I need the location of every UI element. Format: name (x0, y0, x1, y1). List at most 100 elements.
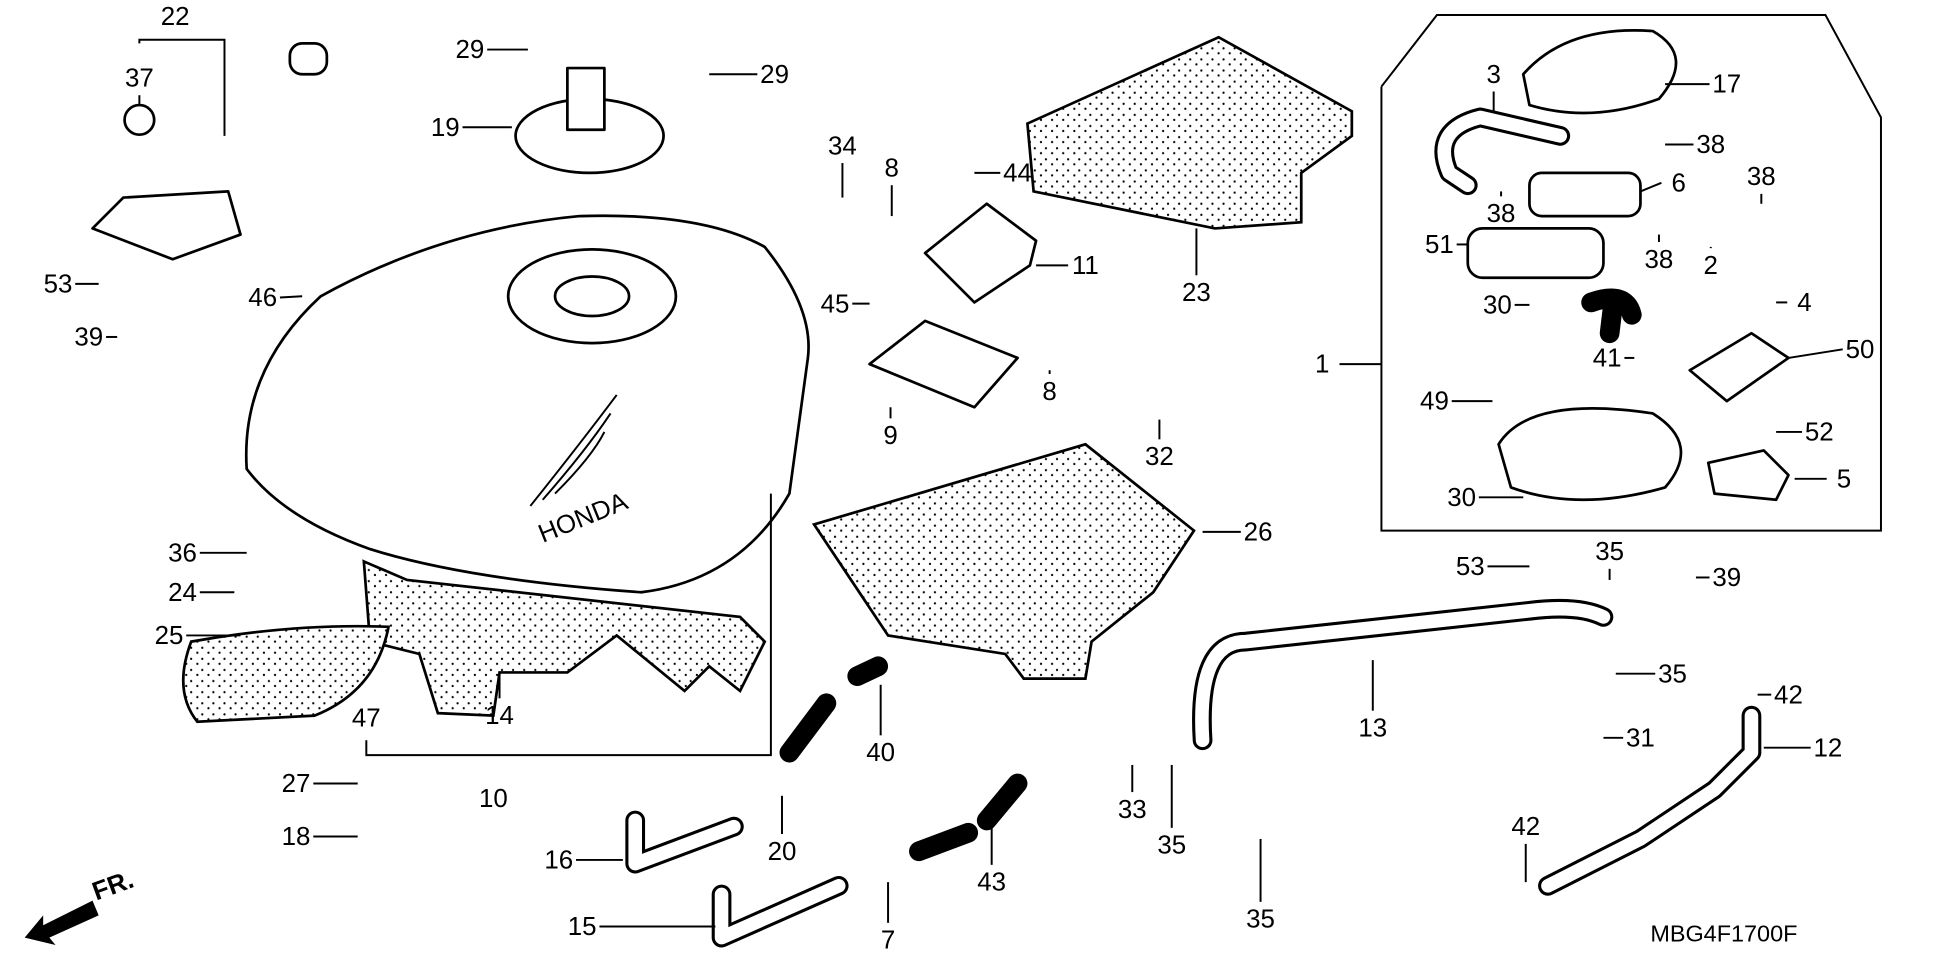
callout-3: 3 (1486, 61, 1500, 89)
pump-plate (1497, 407, 1683, 502)
honda-wing-logo (529, 394, 618, 507)
leader-line (1788, 348, 1843, 359)
callout-52: 52 (1805, 419, 1834, 447)
callout-47: 47 (352, 705, 381, 733)
callout-15: 15 (568, 913, 597, 941)
mat-14 (362, 559, 767, 718)
callout-4: 4 (1797, 289, 1811, 317)
callout-35: 35 (1658, 660, 1687, 688)
callout-24: 24 (168, 579, 197, 607)
filter-5 (1706, 449, 1790, 502)
hose-13-inner (1195, 601, 1611, 748)
hose-3-inner (1437, 110, 1568, 193)
mat-26 (811, 442, 1196, 680)
callout-44: 44 (1003, 160, 1032, 188)
fuel-filter-6 (1528, 171, 1642, 218)
callout-39: 39 (1712, 564, 1741, 592)
callout-34: 34 (828, 132, 857, 160)
callout-23: 23 (1182, 279, 1211, 307)
callout-20: 20 (768, 838, 797, 866)
pump-assembly-frame (1380, 14, 1882, 532)
callout-33: 33 (1118, 796, 1147, 824)
callout-43: 43 (977, 869, 1006, 897)
callout-5: 5 (1837, 465, 1851, 493)
callout-17: 17 (1712, 71, 1741, 99)
callout-14: 14 (485, 702, 514, 730)
hose-15-inner (714, 879, 846, 945)
callout-19: 19 (431, 114, 460, 142)
leader-line (1640, 181, 1662, 193)
sender-cap (288, 42, 329, 76)
callout-29: 29 (456, 36, 485, 64)
callout-37: 37 (125, 65, 154, 93)
callout-18: 18 (282, 823, 311, 851)
regulator-50 (1688, 331, 1790, 403)
callout-13: 13 (1358, 715, 1387, 743)
bracket-9 (868, 319, 1019, 409)
callout-46: 46 (248, 284, 277, 312)
callout-30: 30 (1447, 484, 1476, 512)
callout-11: 11 (1072, 252, 1099, 280)
fuel-sender-unit (91, 190, 242, 261)
callout-35: 35 (1246, 906, 1275, 934)
callout-38: 38 (1747, 163, 1776, 191)
fuel-pump-51 (1466, 227, 1605, 280)
callout-38: 38 (1696, 131, 1725, 159)
pad-47 (181, 624, 391, 724)
callout-36: 36 (168, 539, 197, 567)
callout-38: 38 (1645, 246, 1674, 274)
callout-26: 26 (1244, 518, 1273, 546)
callout-9: 9 (883, 422, 897, 450)
callout-25: 25 (155, 622, 184, 650)
hose-4 (1581, 288, 1642, 344)
fuel-filler-opening (553, 275, 631, 318)
callout-29: 29 (760, 61, 789, 89)
front-arrow-icon (24, 900, 99, 946)
callout-40: 40 (866, 739, 895, 767)
bracket-leader (365, 493, 772, 757)
callout-35: 35 (1595, 538, 1624, 566)
leader-lines (75, 38, 1843, 928)
callout-50: 50 (1846, 336, 1875, 364)
callout-30: 30 (1483, 292, 1512, 320)
bracket-leader (138, 38, 226, 136)
hose-43 (909, 773, 1028, 862)
o-ring-37 (123, 103, 156, 137)
callout-31: 31 (1626, 724, 1655, 752)
callout-16: 16 (544, 847, 573, 875)
mat-23 (1025, 35, 1354, 230)
callout-32: 32 (1145, 443, 1174, 471)
callout-6: 6 (1671, 169, 1685, 197)
callout-35: 35 (1157, 832, 1186, 860)
hose-12-inner (1541, 708, 1759, 893)
callout-41: 41 (1593, 345, 1622, 373)
hose-16-inner (628, 813, 741, 871)
front-marker: FR. (89, 866, 138, 907)
hose-40 (779, 656, 889, 763)
diagram-code: MBG4F1700F (1650, 920, 1797, 946)
callout-8: 8 (1042, 378, 1056, 406)
bracket-11 (923, 202, 1038, 304)
callout-53: 53 (1456, 553, 1485, 581)
callout-53: 53 (44, 271, 73, 299)
pump-base-17 (1521, 29, 1678, 115)
leader-line (279, 295, 303, 299)
callout-8: 8 (885, 155, 899, 183)
callout-27: 27 (282, 770, 311, 798)
callout-38: 38 (1487, 200, 1516, 228)
callout-1: 1 (1315, 351, 1329, 379)
callout-39: 39 (74, 324, 103, 352)
callout-49: 49 (1420, 388, 1449, 416)
callout-45: 45 (821, 290, 850, 318)
key (566, 66, 606, 132)
parts-drawing: HONDA FR. (24, 14, 1882, 948)
callout-12: 12 (1814, 734, 1843, 762)
callout-42: 42 (1774, 681, 1803, 709)
callout-51: 51 (1425, 231, 1454, 259)
callout-2: 2 (1704, 252, 1718, 280)
callout-22: 22 (161, 3, 190, 31)
callout-42: 42 (1511, 813, 1540, 841)
callout-7: 7 (881, 927, 895, 955)
